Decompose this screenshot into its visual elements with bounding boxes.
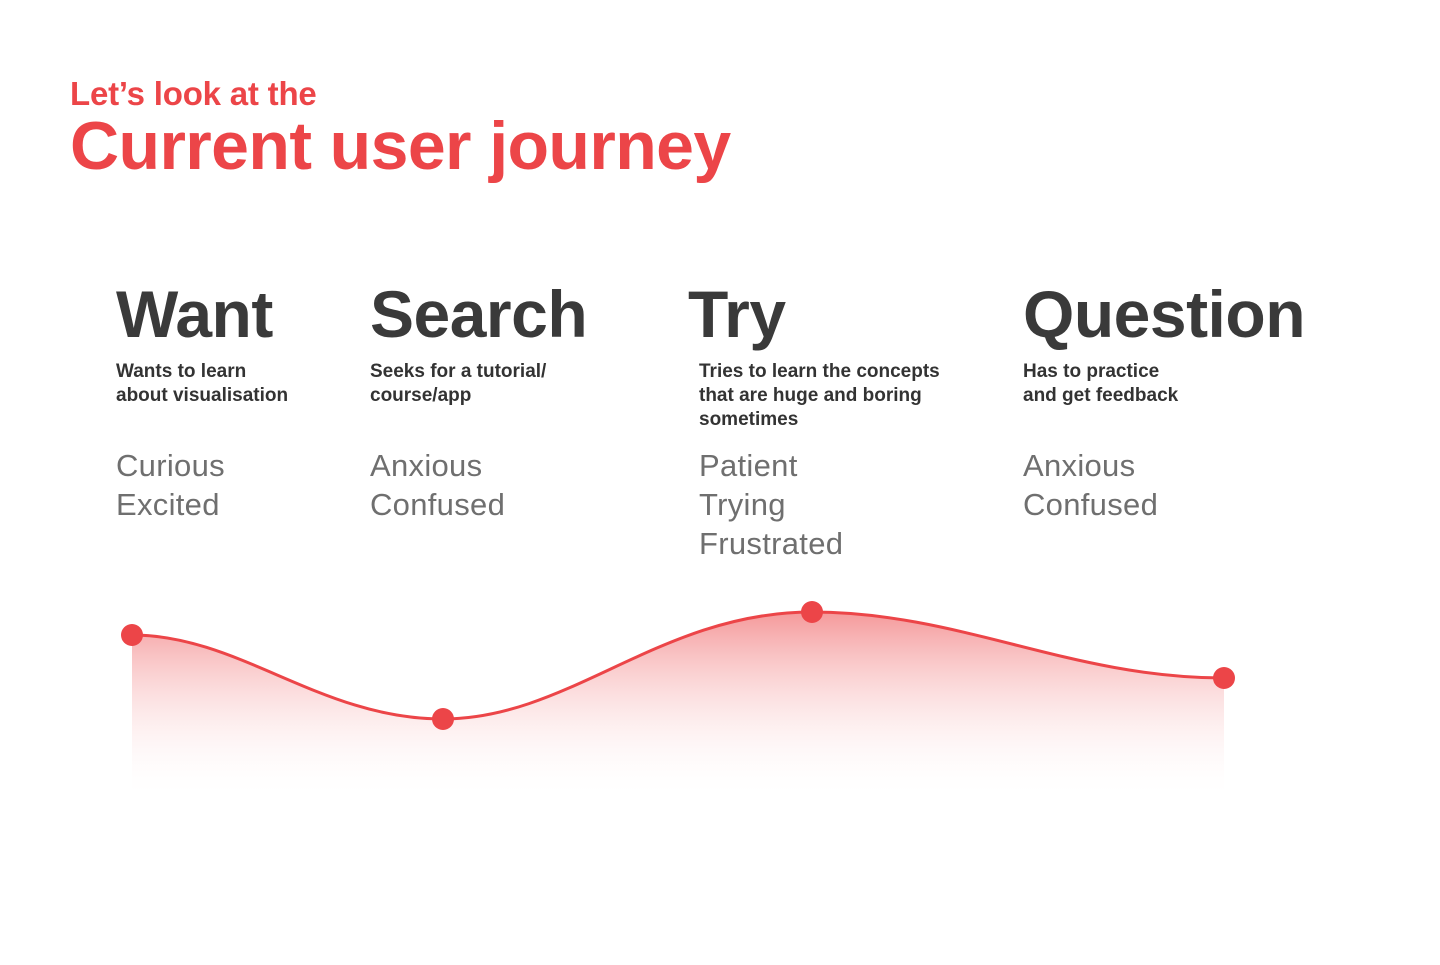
stage-question: Question Has to practice and get feedbac…: [1023, 276, 1306, 522]
stage-description: Tries to learn the concepts that are hug…: [699, 360, 940, 432]
journey-point-search: [432, 708, 454, 730]
stage-description: Has to practice and get feedback: [1023, 360, 1178, 408]
emotion-label: Frustrated: [699, 526, 844, 561]
stage-description: Wants to learn about visualisation: [116, 360, 288, 408]
description-line: about visualisation: [116, 385, 289, 406]
description-line: Tries to learn the concepts: [699, 361, 940, 382]
stage-emotions: Anxious Confused: [370, 446, 505, 524]
journey-point-want: [121, 624, 143, 646]
emotion-label: Curious: [116, 448, 225, 483]
page-title: Current user journey: [70, 108, 731, 184]
journey-point-question: [1213, 667, 1235, 689]
stage-try: Try Tries to learn the concepts that are…: [688, 276, 940, 561]
description-line: course/app: [370, 385, 472, 406]
stage-search: Search Seeks for a tutorial/ course/app …: [370, 276, 588, 522]
emotion-label: Anxious: [1023, 448, 1136, 483]
emotion-label: Confused: [1023, 487, 1159, 522]
stage-title: Question: [1023, 277, 1306, 351]
description-line: Seeks for a tutorial/: [370, 361, 547, 382]
emotion-label: Trying: [699, 487, 786, 522]
stage-description: Seeks for a tutorial/ course/app: [370, 360, 546, 408]
stage-title: Try: [688, 277, 786, 351]
emotion-label: Anxious: [370, 448, 483, 483]
description-line: sometimes: [699, 409, 799, 430]
page-header: Let’s look at the Current user journey: [70, 74, 731, 186]
stage-emotions: Patient Trying Frustrated: [699, 446, 843, 563]
description-line: that are huge and boring: [699, 385, 922, 406]
stage-title: Want: [116, 277, 273, 351]
eyebrow-text: Let’s look at the: [70, 75, 317, 112]
emotion-label: Patient: [699, 448, 798, 483]
journey-point-try: [801, 601, 823, 623]
description-line: and get feedback: [1023, 385, 1179, 406]
journey-line: [131, 610, 1225, 721]
emotion-label: Confused: [370, 487, 506, 522]
stage-emotions: Anxious Confused: [1023, 446, 1158, 524]
journey-area-fill: [132, 612, 1224, 800]
stage-want: Want Wants to learn about visualisation …: [116, 276, 288, 522]
stage-emotions: Curious Excited: [116, 446, 225, 524]
stage-title: Search: [370, 277, 588, 351]
description-line: Wants to learn: [116, 361, 247, 382]
emotion-label: Excited: [116, 487, 220, 522]
description-line: Has to practice: [1023, 361, 1160, 382]
